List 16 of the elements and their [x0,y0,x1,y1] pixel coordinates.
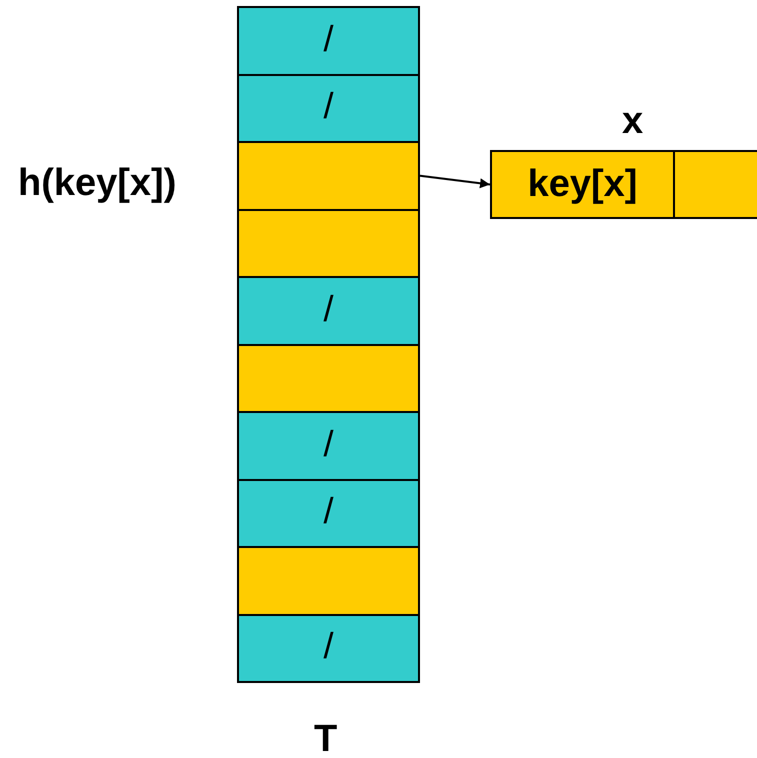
list-element-key-cell: key[x] [490,150,675,219]
table-slot [237,208,420,278]
pointer-arrow [420,174,490,188]
table-slot: / [237,411,420,480]
table-slot [237,546,420,616]
table-slot: / [237,478,420,548]
list-element-pointer-cell [673,150,757,219]
hash-function-label: h(key[x]) [18,162,176,205]
table-slot [237,141,420,210]
table-name-label: T [314,718,338,758]
table-slot: / [237,276,420,346]
element-name-label: x [622,100,644,143]
table-slot: / [237,74,420,143]
table-slot: / [237,6,420,76]
table-slot [237,344,420,413]
table-slot: / [237,614,420,683]
